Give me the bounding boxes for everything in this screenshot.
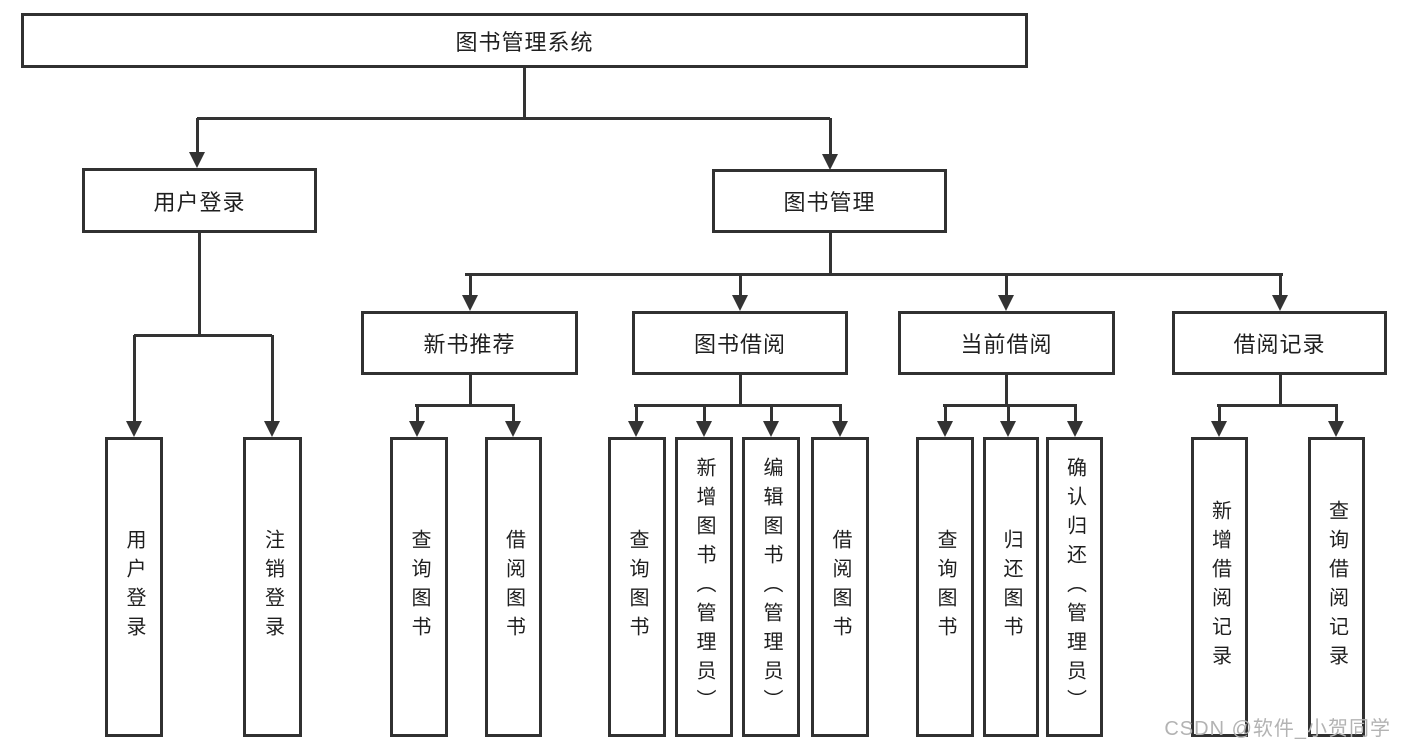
arrowhead-down-icon xyxy=(126,421,142,437)
connector-line xyxy=(838,405,842,422)
connector-line xyxy=(1217,405,1221,422)
connector-line xyxy=(1004,274,1008,296)
connector-line xyxy=(134,333,272,337)
watermark: CSDN @软件_小贺同学 xyxy=(1164,718,1391,740)
connector-line xyxy=(132,335,136,422)
leaf-add-book-admin: 新增图书（管理员） xyxy=(675,437,733,737)
arrowhead-down-icon xyxy=(189,152,205,168)
leaf-logout: 注销登录 xyxy=(243,437,302,737)
leaf-add-borrow-record: 新增借阅记录 xyxy=(1191,437,1248,737)
connector-line xyxy=(468,274,472,296)
arrowhead-down-icon xyxy=(832,421,848,437)
leaf-query-borrow-record: 查询借阅记录 xyxy=(1308,437,1365,737)
node-book-borrow: 图书借阅 xyxy=(632,311,848,375)
connector-line xyxy=(415,405,419,422)
arrowhead-down-icon xyxy=(937,421,953,437)
arrowhead-down-icon xyxy=(732,295,748,311)
arrowhead-down-icon xyxy=(505,421,521,437)
arrowhead-down-icon xyxy=(696,421,712,437)
leaf-confirm-return-admin: 确认归还（管理员） xyxy=(1046,437,1103,737)
connector-line xyxy=(270,335,274,422)
connector-line xyxy=(943,405,947,422)
arrowhead-down-icon xyxy=(264,421,280,437)
connector-line xyxy=(1278,274,1282,296)
arrowhead-down-icon xyxy=(763,421,779,437)
connector-line xyxy=(1217,403,1338,407)
leaf-return-book: 归还图书 xyxy=(983,437,1039,737)
leaf-query-book-recommend: 查询图书 xyxy=(390,437,448,737)
connector-line xyxy=(465,272,1283,276)
connector-line xyxy=(1004,375,1008,407)
connector-line xyxy=(1006,405,1010,422)
connector-line xyxy=(468,375,472,407)
arrowhead-down-icon xyxy=(1000,421,1016,437)
arrowhead-down-icon xyxy=(1211,421,1227,437)
connector-line xyxy=(634,405,638,422)
connector-line xyxy=(1278,375,1282,407)
arrowhead-down-icon xyxy=(409,421,425,437)
arrowhead-down-icon xyxy=(628,421,644,437)
connector-line xyxy=(197,233,201,335)
connector-line xyxy=(738,375,742,407)
arrowhead-down-icon xyxy=(1328,421,1344,437)
leaf-query-book-borrow: 查询图书 xyxy=(608,437,666,737)
node-book-management: 图书管理 xyxy=(712,169,947,233)
connector-line xyxy=(195,118,199,153)
node-user-login: 用户登录 xyxy=(82,168,317,233)
node-new-book-recommend: 新书推荐 xyxy=(361,311,578,375)
connector-line xyxy=(1073,405,1077,422)
leaf-query-book-current: 查询图书 xyxy=(916,437,974,737)
connector-line xyxy=(197,116,830,120)
leaf-edit-book-admin: 编辑图书（管理员） xyxy=(742,437,800,737)
arrowhead-down-icon xyxy=(998,295,1014,311)
leaf-user-login: 用户登录 xyxy=(105,437,163,737)
connector-line xyxy=(511,405,515,422)
arrowhead-down-icon xyxy=(1067,421,1083,437)
connector-line xyxy=(522,68,526,118)
connector-line xyxy=(702,405,706,422)
node-borrow-record: 借阅记录 xyxy=(1172,311,1387,375)
connector-line xyxy=(828,233,832,276)
connector-line xyxy=(738,274,742,296)
leaf-borrow-book-recommend: 借阅图书 xyxy=(485,437,542,737)
connector-line xyxy=(1334,405,1338,422)
arrowhead-down-icon xyxy=(822,154,838,170)
connector-line xyxy=(415,403,515,407)
arrowhead-down-icon xyxy=(1272,295,1288,311)
connector-line xyxy=(943,403,1077,407)
connector-line xyxy=(769,405,773,422)
connector-line xyxy=(828,118,832,155)
connector-line xyxy=(634,403,842,407)
leaf-borrow-book: 借阅图书 xyxy=(811,437,869,737)
node-current-borrow: 当前借阅 xyxy=(898,311,1115,375)
arrowhead-down-icon xyxy=(462,295,478,311)
node-root: 图书管理系统 xyxy=(21,13,1028,68)
